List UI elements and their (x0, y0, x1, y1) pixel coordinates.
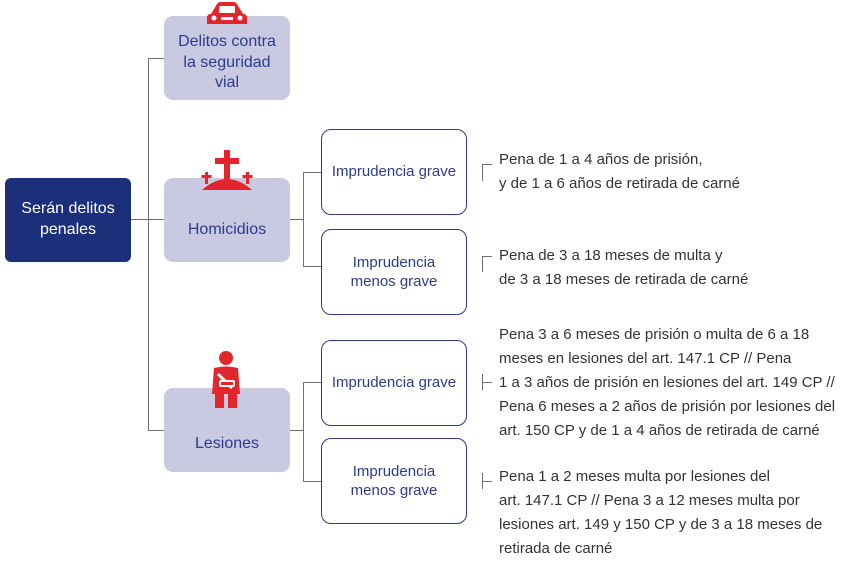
connector (482, 481, 492, 482)
connector (303, 481, 321, 482)
connector (148, 219, 164, 220)
penalty-line: Pena de 1 a 4 años de prisión, (499, 151, 703, 168)
penalty-line: Pena de 3 a 18 meses de multa y (499, 247, 723, 264)
injured-person-icon (212, 351, 240, 408)
penalty-line: 1 a 3 años de prisión en lesiones del ar… (499, 374, 835, 391)
connector (482, 256, 483, 272)
penalty-line: de 3 a 18 meses de retirada de carné (499, 271, 749, 288)
connector (482, 164, 492, 165)
sub-label: Imprudencia grave (331, 374, 457, 392)
sub-label-line: menos grave (350, 482, 438, 499)
penalty-line: lesiones art. 149 y 150 CP y de 3 a 18 m… (499, 516, 823, 533)
connector (482, 382, 492, 383)
penalty-line: art. 150 CP y de 1 a 4 años de retirada … (499, 422, 820, 439)
category-seguridad-vial: Delitos contra la seguridad vial (164, 16, 290, 100)
connector (303, 266, 321, 267)
penalty-line: Pena 6 meses a 2 años de prisión por les… (499, 398, 836, 415)
sub-label-line: Imprudencia (352, 253, 436, 271)
connector (303, 382, 321, 383)
lesiones-menos-grave-box: Imprudencia menos grave (321, 438, 467, 524)
connector (303, 172, 304, 266)
connector (131, 219, 149, 220)
homicidios-grave-box: Imprudencia grave (321, 129, 467, 215)
category-label: Delitos contra la seguridad vial (178, 32, 276, 92)
penalty-lesiones-menos-grave: Pena 1 a 2 meses multa por lesiones del … (499, 465, 822, 561)
penalty-line: Pena 1 a 2 meses multa por lesiones del (499, 468, 770, 485)
penalty-line: y de 1 a 6 años de retirada de carné (499, 175, 740, 192)
root-label: Serán delitos penales (21, 200, 115, 238)
category-lesiones: Lesiones (164, 388, 290, 472)
penalty-line: meses en lesiones del art. 147.1 CP // P… (499, 350, 792, 367)
connector (290, 430, 304, 431)
connector (482, 165, 483, 181)
penalty-line: art. 147.1 CP // Pena 3 a 12 meses multa… (499, 492, 800, 509)
penalty-lesiones-grave: Pena 3 a 6 meses de prisión o multa de 6… (499, 323, 835, 443)
connector (148, 58, 164, 59)
category-label: Homicidios (187, 220, 267, 238)
car-icon (207, 2, 247, 24)
sub-label: Imprudencia grave (331, 163, 457, 181)
sub-label-line: Imprudencia (352, 462, 436, 480)
penalty-line: Pena 3 a 6 meses de prisión o multa de 6… (499, 326, 810, 343)
connector (482, 256, 492, 257)
penalty-homicidios-menos-grave: Pena de 3 a 18 meses de multa y de 3 a 1… (499, 244, 748, 292)
category-label: Lesiones (194, 434, 260, 452)
penalty-homicidios-grave: Pena de 1 a 4 años de prisión, y de 1 a … (499, 148, 740, 196)
category-homicidios: Homicidios (164, 178, 290, 262)
penalty-line: retirada de carné (499, 540, 613, 557)
connector (290, 219, 304, 220)
homicidios-menos-grave-box: Imprudencia menos grave (321, 229, 467, 315)
lesiones-grave-box: Imprudencia grave (321, 340, 467, 426)
sub-label-line: menos grave (350, 273, 438, 290)
connector (148, 58, 149, 430)
connector (303, 172, 321, 173)
connector (303, 382, 304, 481)
root-node: Serán delitos penales (5, 178, 131, 262)
graves-icon (201, 150, 253, 190)
connector (148, 430, 164, 431)
